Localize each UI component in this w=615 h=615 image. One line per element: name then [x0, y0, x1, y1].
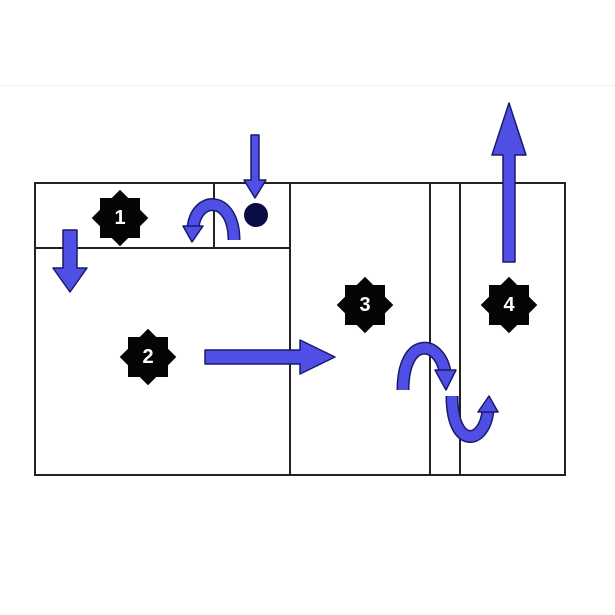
top-divider [0, 85, 615, 86]
stage-label: 3 [359, 294, 370, 316]
stage-label: 2 [142, 346, 153, 368]
stage-1-badge: 1 [91, 189, 149, 247]
stage-2-badge: 2 [119, 328, 177, 386]
stage-4-badge: 4 [480, 276, 538, 334]
outer-box [34, 182, 566, 476]
up-arrow-icon [491, 102, 527, 263]
down-arrow-icon [243, 134, 267, 199]
curved-arrow-icon [182, 198, 241, 243]
stage-label: 4 [503, 294, 515, 316]
particle-dot [244, 203, 268, 227]
stage-label: 1 [114, 207, 125, 229]
stage-3-badge: 3 [336, 276, 394, 334]
curved-arrow-icon [445, 395, 499, 443]
down-arrow-icon [52, 229, 88, 293]
right-arrow-icon [204, 339, 336, 375]
curved-arrow-icon [396, 341, 457, 391]
